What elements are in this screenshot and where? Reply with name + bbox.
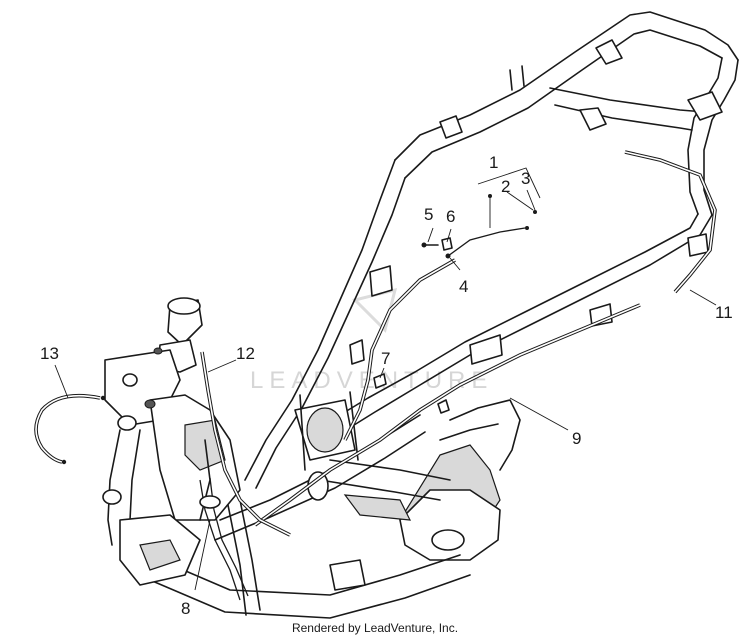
callout-9: 9 — [572, 429, 581, 448]
callout-5: 5 — [424, 205, 433, 224]
callout-3: 3 — [521, 169, 530, 188]
lower-frame — [149, 399, 521, 619]
leader-lines — [54, 167, 717, 591]
callout-13: 13 — [40, 344, 59, 363]
side-rails — [244, 159, 713, 489]
head-tube-assembly — [102, 297, 241, 586]
cables — [34, 150, 717, 601]
leadventure-watermark: LEADVENTURE — [250, 287, 493, 394]
callout-4: 4 — [459, 277, 468, 296]
callout-6: 6 — [446, 207, 455, 226]
callout-2: 2 — [501, 177, 510, 196]
callout-numbers: 1 2 3 4 5 6 7 8 9 11 12 13 — [40, 153, 733, 618]
callout-12: 12 — [236, 344, 255, 363]
callout-1: 1 — [489, 153, 498, 172]
svg-text:LEADVENTURE: LEADVENTURE — [250, 367, 493, 394]
callout-7: 7 — [381, 349, 390, 368]
render-credit: Rendered by LeadVenture, Inc. — [291, 621, 459, 635]
rear-frame-loop — [394, 11, 739, 216]
callout-8: 8 — [181, 599, 190, 618]
callout-11: 11 — [715, 303, 733, 322]
